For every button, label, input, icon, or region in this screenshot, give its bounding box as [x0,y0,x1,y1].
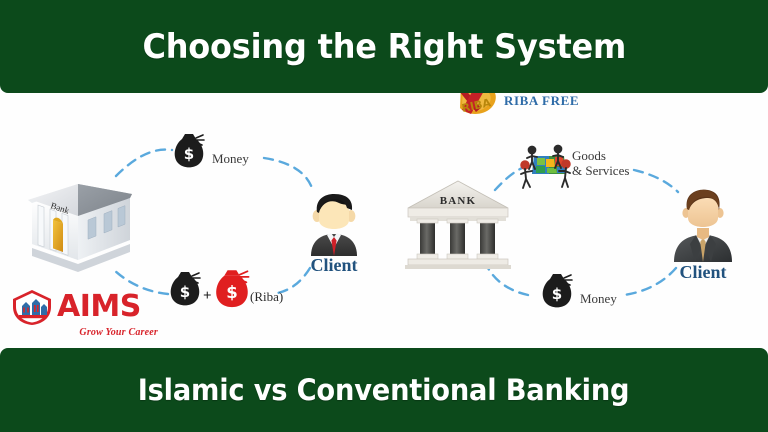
left-money-bag-bottom-black: $ [168,270,202,308]
right-bank-building: BANK [404,178,512,270]
aims-wordmark: AIMS [57,289,141,324]
left-client-avatar [303,190,365,256]
right-client-avatar [670,186,736,262]
goods-and-services-icon [518,140,580,192]
aims-tagline: Grow Your Career [79,327,158,338]
page-title: Choosing the Right System [142,26,626,67]
svg-text:$: $ [552,285,562,303]
header-banner: Choosing the Right System [0,0,768,93]
footer-banner: Islamic vs Conventional Banking [0,348,768,432]
left-client-label: Client [310,255,358,275]
aims-logo: AIMS Grow Your Career [10,288,160,338]
right-top-flow-label-line2: & Services [572,163,630,178]
svg-text:BANK: BANK [440,195,477,207]
right-client-label: Client [679,262,727,282]
page-subtitle: Islamic vs Conventional Banking [138,372,630,407]
left-money-bag-top: $ [172,132,206,170]
left-riba-label: (Riba) [250,289,284,304]
left-money-bag-bottom-red: $ [213,268,251,310]
left-top-flow-label: Money [212,151,249,166]
svg-text:$: $ [226,283,238,302]
left-plus-operator: + [203,288,212,304]
aims-mark-icon [10,288,54,326]
left-bank-building: Bank [26,168,134,272]
right-bottom-flow-label: Money [580,291,617,306]
right-money-bag: $ [540,272,574,310]
right-arc-money-to-bank [486,266,530,297]
svg-text:$: $ [184,145,194,163]
right-top-flow-label-line1: Goods [572,148,606,163]
svg-text:$: $ [180,283,190,301]
left-arc-money-to-client [262,156,314,190]
riba-free-label: RIBA FREE [504,93,580,108]
svg-text:RIBA: RIBA [461,96,493,115]
